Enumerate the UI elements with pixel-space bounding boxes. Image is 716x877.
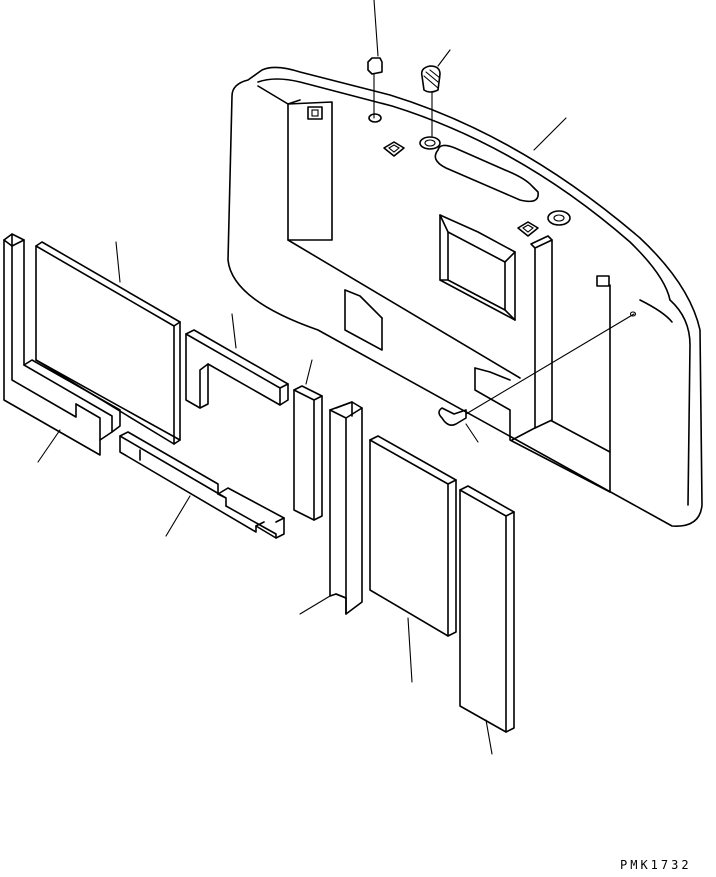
foam-pad-left-frame	[3, 233, 121, 463]
foam-pad-panel-b	[459, 485, 515, 755]
foam-pad-l-bracket	[185, 313, 289, 409]
grommet-plug	[420, 49, 451, 137]
foam-pad-lower-strip	[119, 431, 285, 539]
clip-fastener	[438, 313, 635, 443]
foam-pad-panel-a	[369, 435, 457, 683]
drawing-code: PMK1732	[620, 858, 692, 872]
bolt	[367, 0, 383, 119]
foam-pad-large-sheet	[35, 241, 181, 445]
counterweight-housing	[227, 66, 703, 527]
foam-pad-tall-channel	[299, 401, 363, 615]
foam-pad-small-block	[293, 359, 323, 521]
